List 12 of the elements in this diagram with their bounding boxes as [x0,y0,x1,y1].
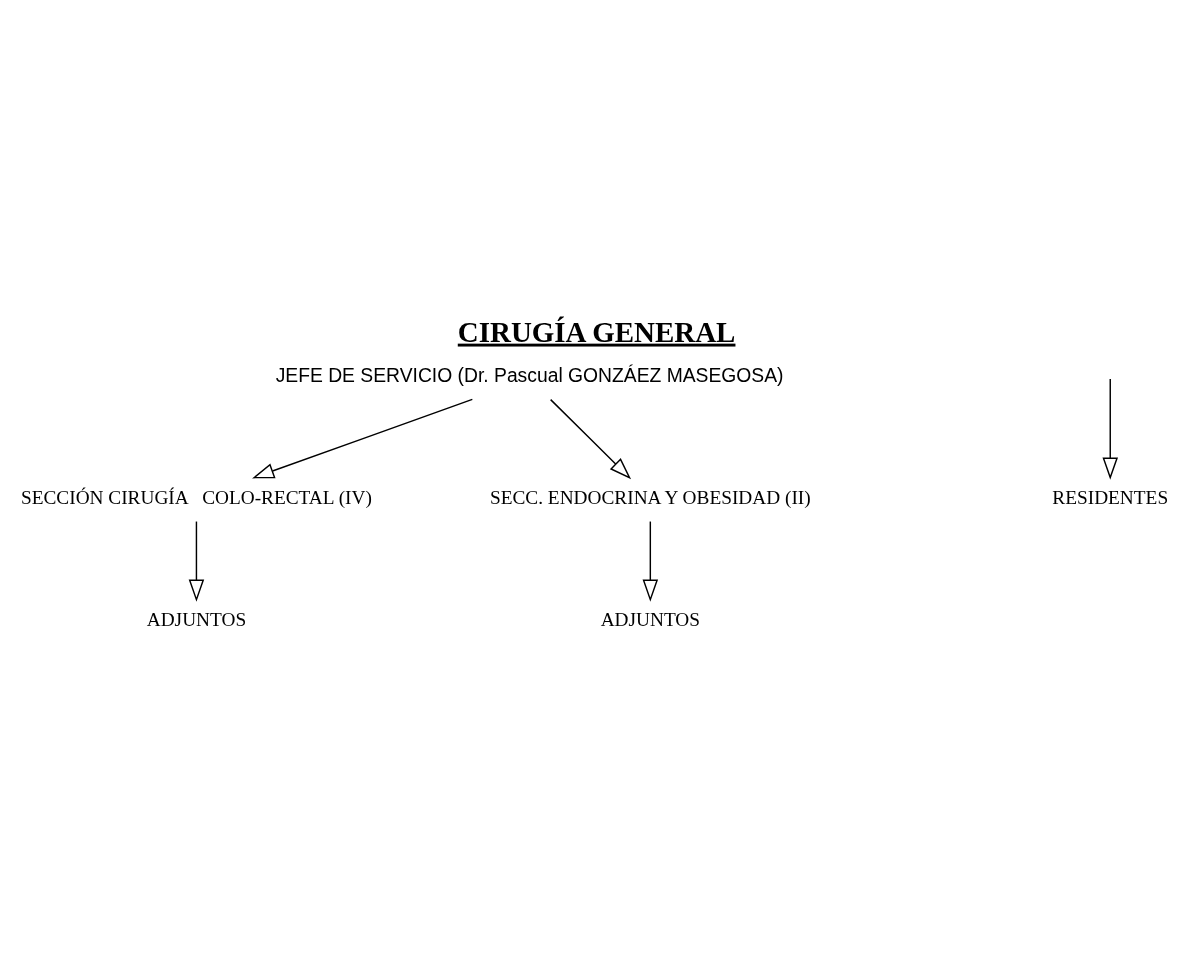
arrow [188,520,205,602]
diagram-title: CIRUGÍA GENERAL [457,315,736,348]
node-text: ADJUNTOS [146,609,247,631]
arrow [1102,378,1119,480]
node-text: ADJUNTOS [600,609,700,631]
node-text: JEFE DE SERVICIO (Dr. Pascual GONZÁEZ MASEGOSA) [275,365,784,387]
arrow [642,520,659,602]
node-text: RESIDENTES [1052,487,1169,509]
node-text: SECCIÓN CIRUGÍA COLO-RECTAL (IV) [20,487,372,509]
node-text: SECC. ENDOCRINA Y OBESIDAD (II) [489,487,811,509]
arrow [252,398,474,479]
arrow [549,398,632,480]
